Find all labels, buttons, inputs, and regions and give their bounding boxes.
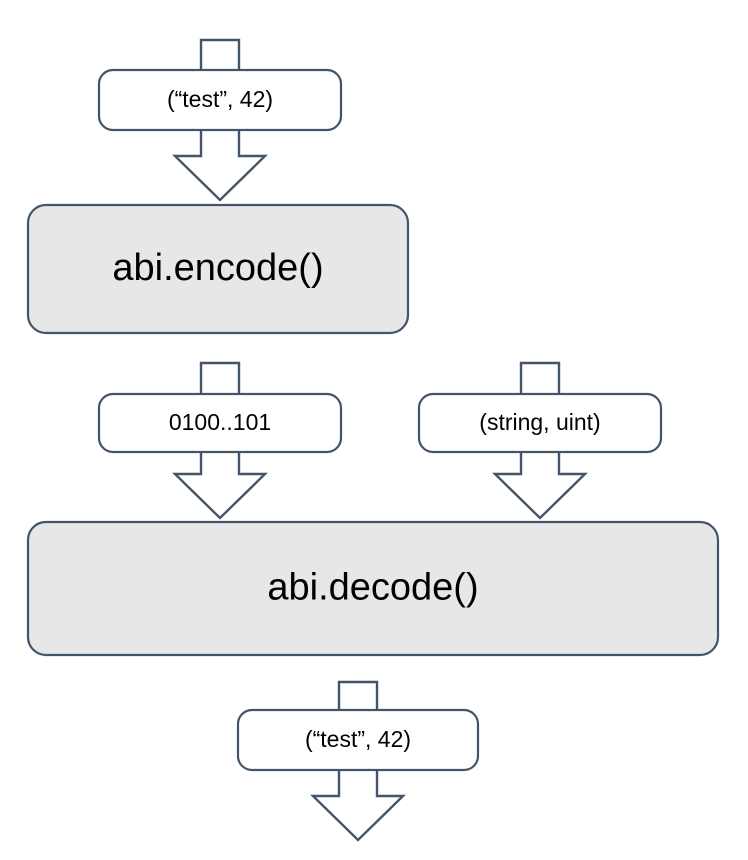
connector-stub-decode-to-output [337, 680, 379, 711]
nodes-layer: (“test”, 42) abi.encode() 0100..101 (string… [26, 68, 720, 772]
node-output-tuple[interactable]: (“test”, 42) [236, 708, 480, 772]
connector-stub-types-stub [519, 361, 561, 395]
node-shape-encoded-bytes [97, 392, 343, 454]
node-label-type-signature: (string, uint) [479, 409, 600, 435]
connectors-layer [172, 38, 588, 842]
arrow-bytes-to-decode [172, 451, 268, 520]
node-encoded-bytes[interactable]: 0100..101 [97, 392, 343, 454]
node-abi-encode[interactable]: abi.encode() [26, 203, 410, 335]
arrow-types-to-decode [492, 451, 588, 520]
node-input-tuple[interactable]: (“test”, 42) [97, 68, 343, 132]
node-abi-decode[interactable]: abi.decode() [26, 520, 720, 657]
node-label-output-tuple: (“test”, 42) [305, 726, 411, 752]
connector-stub-encode-to-bytes [199, 361, 241, 395]
node-type-signature[interactable]: (string, uint) [417, 392, 663, 454]
node-label-encoded-bytes: 0100..101 [169, 409, 271, 435]
node-shape-abi-encode [26, 203, 410, 335]
arrow-output-exit [310, 769, 406, 842]
node-shape-output-tuple [236, 708, 480, 772]
node-label-abi-encode: abi.encode() [112, 247, 323, 289]
node-label-abi-decode: abi.decode() [267, 567, 478, 609]
node-shape-abi-decode [26, 520, 720, 657]
node-shape-type-signature [417, 392, 663, 454]
node-label-input-tuple: (“test”, 42) [167, 86, 273, 112]
arrow-input-to-encode [172, 129, 268, 202]
node-shape-input-tuple [97, 68, 343, 132]
connector-stub-entry-stub [199, 38, 241, 71]
